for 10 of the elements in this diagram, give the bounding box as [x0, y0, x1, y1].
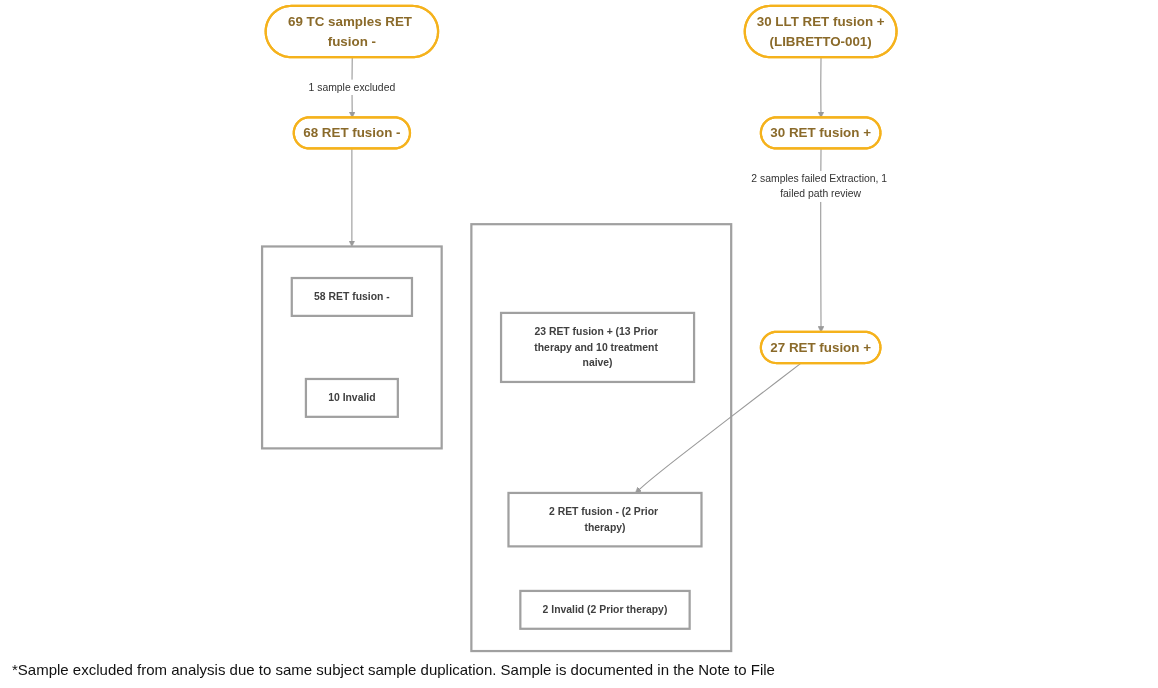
footnote: *Sample excluded from analysis due to same subject sample duplication. Sample is documented in the Note to File — [11, 660, 776, 680]
cluster — [260, 245, 443, 450]
node-box: 2 RET fusion - (2 Prior therapy) — [507, 491, 703, 548]
edge-label: 1 sample excluded — [308, 80, 395, 93]
node-box: 10 Invalid — [304, 377, 399, 418]
cluster — [469, 223, 732, 653]
node-box: 2 Invalid (2 Prior therapy) — [518, 589, 691, 630]
node-box: 23 RET fusion + (13 Prior therapy and 10 treatment naive) — [499, 311, 695, 384]
node-box: 58 RET fusion - — [290, 276, 413, 317]
edge-label: 2 samples failed Extraction, 1 failed path review — [751, 172, 887, 200]
